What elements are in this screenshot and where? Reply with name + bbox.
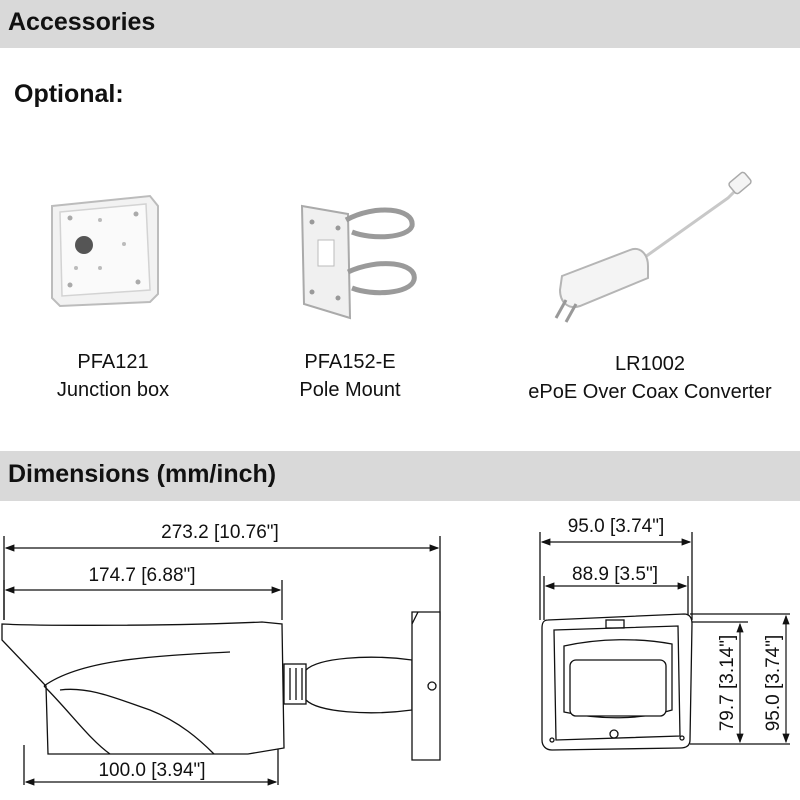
coax-converter-icon [554, 171, 752, 323]
accessory-item: LR1002 ePoE Over Coax Converter [500, 350, 800, 406]
inner-width-label: 88.9 [3.5"] [572, 564, 658, 585]
visor-length-label: 100.0 [3.94"] [98, 760, 205, 781]
camera-front-view [539, 532, 790, 751]
optional-label: Optional: [14, 80, 124, 108]
accessory-item: PFA121 Junction box [18, 348, 208, 404]
accessory-desc: Junction box [56, 379, 170, 401]
front-dimension-lines [540, 538, 790, 744]
overall-length-label: 273.2 [10.76"] [161, 522, 279, 543]
pole-mount-icon [300, 204, 417, 320]
dimensions-header: Dimensions (mm/inch) [0, 451, 800, 501]
accessory-model: PFA121 [77, 351, 149, 373]
accessories-title: Accessories [8, 8, 156, 36]
accessories-header: Accessories [0, 0, 800, 48]
inner-height-label: 79.7 [3.14"] [717, 635, 738, 732]
camera-side-view [1, 536, 441, 785]
accessory-model: LR1002 [614, 353, 686, 375]
outer-width-label: 95.0 [3.74"] [568, 516, 665, 537]
accessory-desc: ePoE Over Coax Converter [528, 381, 772, 403]
dimensions-title: Dimensions (mm/inch) [8, 460, 277, 488]
outer-height-label: 95.0 [3.74"] [763, 635, 784, 732]
accessory-model: PFA152-E [304, 351, 396, 373]
accessory-item: PFA152-E Pole Mount [255, 348, 445, 404]
body-length-label: 174.7 [6.88"] [88, 565, 195, 586]
accessory-desc: Pole Mount [299, 379, 401, 401]
junction-box-icon [51, 194, 159, 308]
side-dimension-lines [4, 544, 440, 786]
